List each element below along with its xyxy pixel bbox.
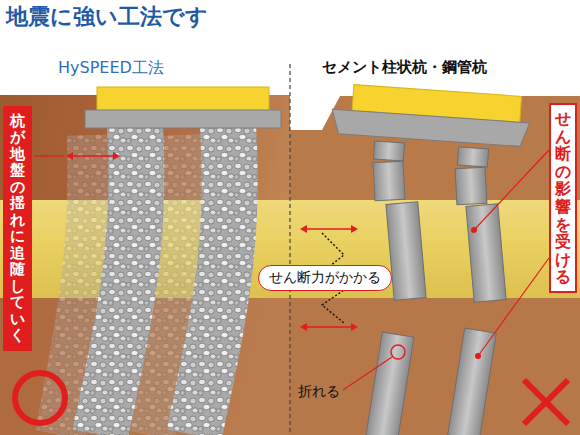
footing-slab [85, 110, 281, 128]
method-heading: HySPEED工法 [58, 58, 164, 79]
building-block [97, 87, 269, 111]
gravel-pile [100, 125, 136, 435]
leader-line [343, 357, 392, 390]
good-mark [15, 373, 65, 423]
callout-label: 折れる [298, 383, 340, 401]
callout-text: 杭が地盤の揺れに追随していく [10, 113, 25, 344]
footing-tilted [330, 83, 531, 147]
callout-box: せん断力がかかる [258, 265, 392, 291]
callout-box: 杭が地盤の揺れに追随していく [3, 106, 32, 351]
callout-box: せん断の影響を受ける [549, 103, 577, 293]
leader-line [471, 150, 549, 359]
sway-arrow [34, 152, 120, 160]
callout-text: せん断力がかかる [269, 269, 381, 287]
divider-line [289, 64, 290, 432]
callout-text: せん断の影響を受ける [555, 110, 571, 286]
page-title: 地震に強い工法です [6, 2, 208, 32]
break-marker [391, 345, 405, 359]
method-heading: セメント柱状杭・鋼管杭 [322, 58, 487, 77]
bad-mark [524, 380, 568, 424]
gravel-pile [194, 125, 230, 435]
